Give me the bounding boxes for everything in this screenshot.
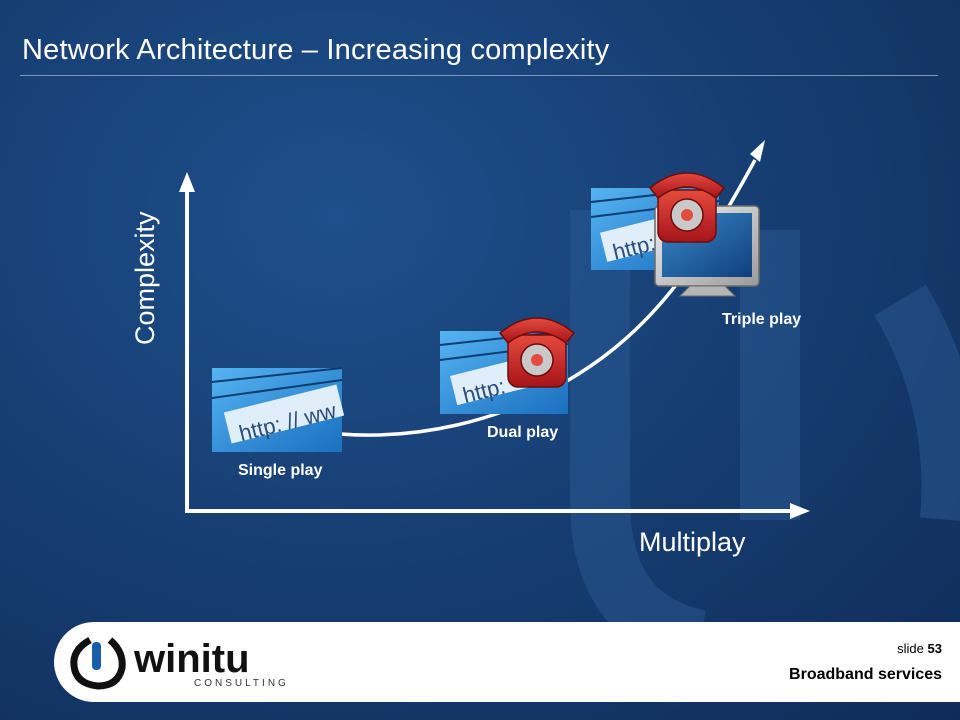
slide-number-value: 53	[927, 641, 942, 656]
telephone-icon	[648, 172, 726, 243]
title-divider	[20, 75, 938, 76]
stage-label-triple-play: Triple play	[722, 311, 802, 328]
x-axis	[185, 503, 810, 519]
stage-label-single-play: Single play	[238, 462, 323, 479]
x-axis-label: Multiplay	[639, 527, 746, 557]
http-browser-image: http: // ww	[211, 367, 345, 452]
telephone-icon	[498, 317, 576, 388]
multiplay-diagram: http: // ww http: http:	[179, 140, 810, 519]
y-axis-label: Complexity	[130, 211, 160, 345]
slide-number: slide 53	[897, 641, 942, 656]
logo-wordmark: winitu	[133, 637, 250, 681]
stage-label-dual-play: Dual play	[487, 424, 559, 441]
y-axis	[179, 172, 195, 511]
slide-number-label: slide	[897, 641, 924, 656]
footer-bar	[54, 622, 960, 702]
slide-title: Network Architecture – Increasing comple…	[22, 34, 610, 66]
logo-subtitle: CONSULTING	[194, 678, 289, 689]
curve-arrowhead	[750, 140, 765, 162]
footer-subtitle: Broadband services	[789, 666, 942, 683]
logo-mark	[92, 642, 101, 670]
winitu-logo: winitu CONSULTING	[70, 636, 289, 690]
